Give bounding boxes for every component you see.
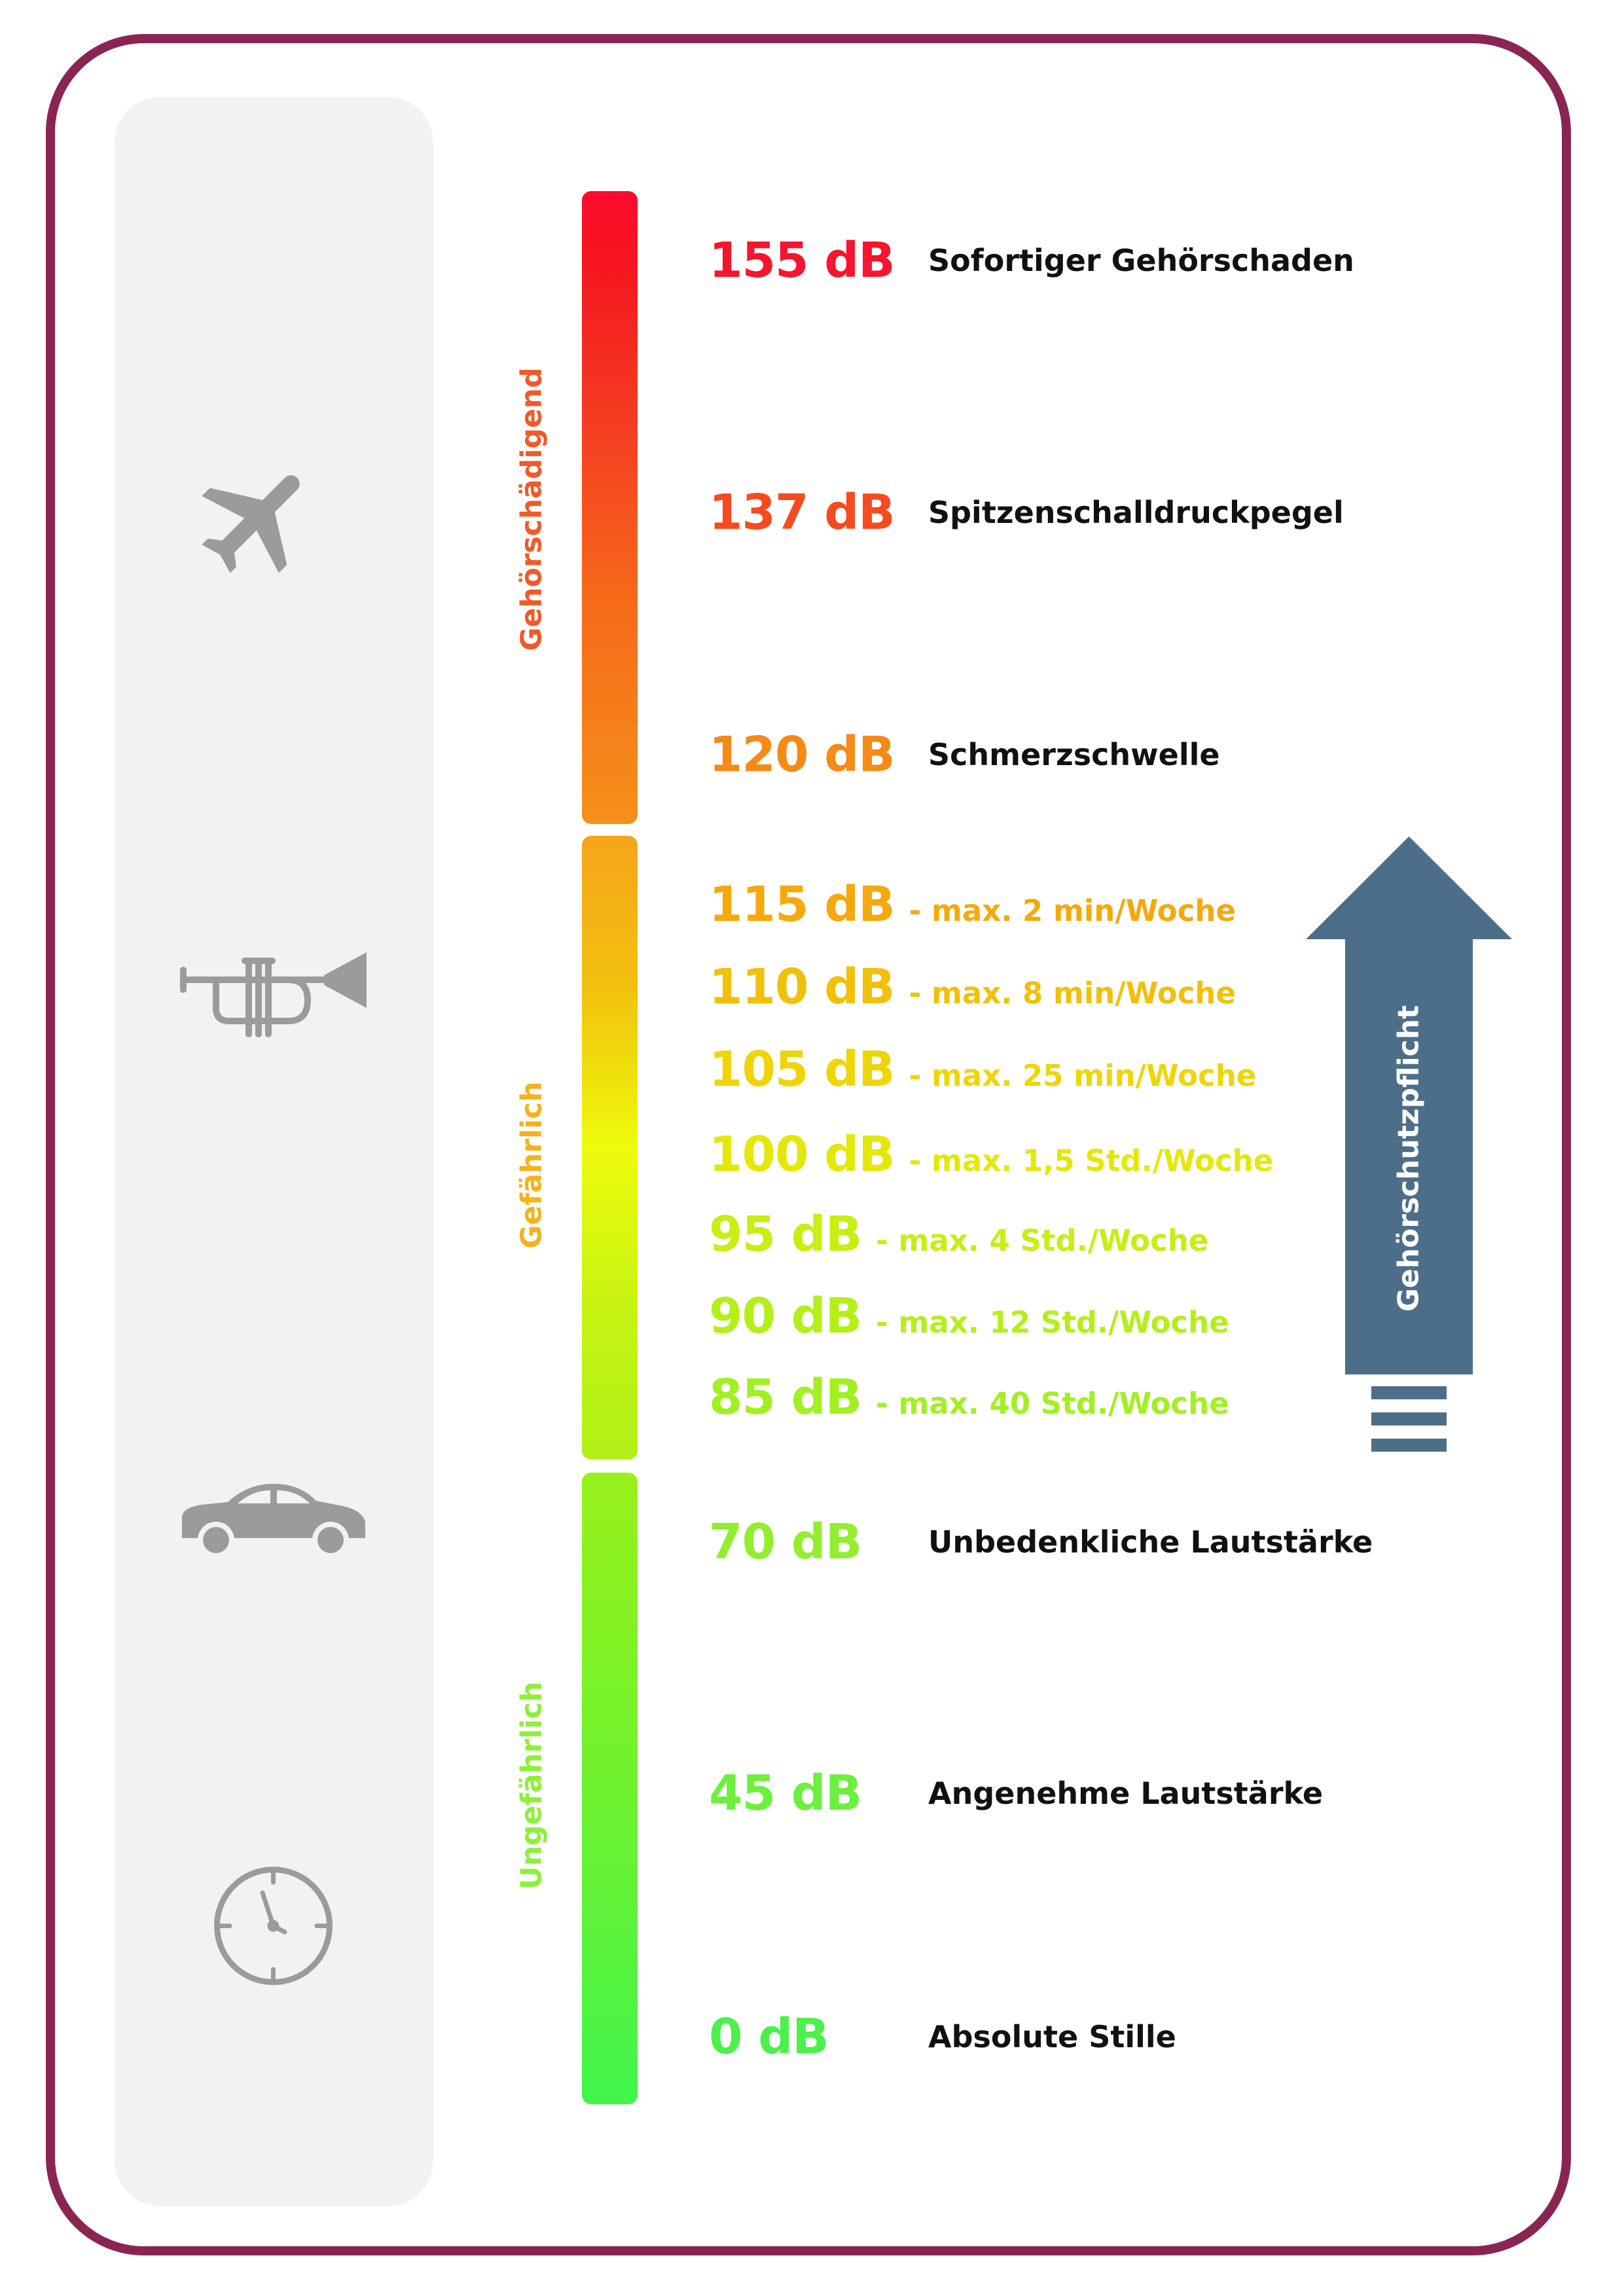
level-45: 45 dB — [709, 1765, 862, 1821]
level-137: 137 dB — [709, 484, 895, 541]
level-120: 120 dB — [709, 726, 895, 783]
page-frame — [46, 34, 1571, 2255]
limit-text: - max. 4 Std./Woche — [876, 1223, 1209, 1258]
db-value: 105 dB — [709, 1041, 895, 1098]
level-115: 115 dB - max. 2 min/Woche — [709, 876, 1236, 933]
level-110: 110 dB - max. 8 min/Woche — [709, 959, 1236, 1015]
zone-label-gehoerschaedigend: Gehörschädigend — [514, 367, 549, 651]
level-70: 70 dB — [709, 1514, 862, 1570]
level-90: 90 dB - max. 12 Std./Woche — [709, 1288, 1229, 1344]
desc-70: Unbedenkliche Lautstärke — [928, 1524, 1373, 1560]
zone-label-gefaehrlich: Gefährlich — [514, 1081, 549, 1249]
limit-text: - max. 12 Std./Woche — [876, 1305, 1229, 1340]
db-value: 90 dB — [709, 1288, 862, 1344]
db-value: 85 dB — [709, 1369, 862, 1426]
level-105: 105 dB - max. 25 min/Woche — [709, 1041, 1256, 1098]
db-value: 95 dB — [709, 1206, 862, 1263]
trumpet-icon — [180, 952, 367, 1037]
airplane-icon — [202, 475, 300, 573]
desc-120: Schmerzschwelle — [928, 737, 1220, 772]
db-value: 110 dB — [709, 959, 895, 1015]
bar-ungefaehrlich — [582, 1473, 638, 2104]
level-95: 95 dB - max. 4 Std./Woche — [709, 1206, 1208, 1263]
db-value: 0 dB — [709, 2009, 829, 2065]
db-value: 100 dB — [709, 1126, 895, 1183]
db-value: 155 dB — [709, 232, 895, 289]
zone-label-ungefaehrlich: Ungefährlich — [514, 1681, 549, 1890]
db-value: 120 dB — [709, 726, 895, 783]
desc-45: Angenehme Lautstärke — [928, 1776, 1324, 1811]
level-100: 100 dB - max. 1,5 Std./Woche — [709, 1126, 1273, 1183]
limit-text: - max. 40 Std./Woche — [876, 1386, 1229, 1421]
limit-text: - max. 8 min/Woche — [909, 976, 1236, 1011]
bar-gefaehrlich — [582, 836, 638, 1460]
bar-gehoerschaedigend — [582, 191, 638, 824]
db-value: 70 dB — [709, 1514, 862, 1570]
car-icon — [182, 1484, 365, 1558]
arrow-label: Gehörschutzpflicht — [1392, 1005, 1426, 1312]
icon-panel — [115, 97, 433, 2206]
level-85: 85 dB - max. 40 Std./Woche — [709, 1369, 1229, 1426]
desc-0: Absolute Stille — [928, 2019, 1176, 2054]
desc-155: Sofortiger Gehörschaden — [928, 243, 1354, 278]
limit-text: - max. 2 min/Woche — [909, 893, 1236, 928]
db-value: 115 dB — [709, 876, 895, 933]
db-value: 45 dB — [709, 1765, 862, 1821]
limit-text: - max. 25 min/Woche — [909, 1058, 1257, 1093]
level-0: 0 dB — [709, 2009, 829, 2065]
up-arrow-icon — [1306, 836, 1512, 1452]
db-value: 137 dB — [709, 484, 895, 541]
level-155: 155 dB — [709, 232, 895, 289]
limit-text: - max. 1,5 Std./Woche — [909, 1143, 1274, 1178]
desc-137: Spitzenschalldruckpegel — [928, 495, 1344, 530]
clock-icon — [214, 1867, 333, 1985]
